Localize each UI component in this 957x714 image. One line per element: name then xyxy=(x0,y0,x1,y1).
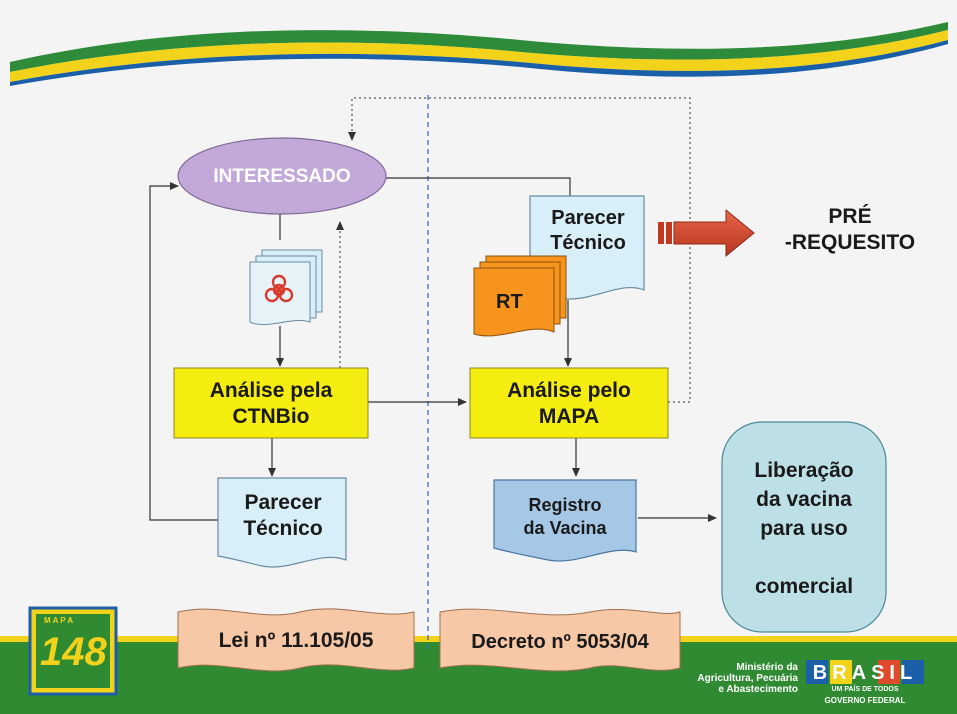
ctnbio-node xyxy=(173,367,369,439)
feedback-dotted-path xyxy=(348,97,691,403)
decreto-banner xyxy=(439,608,681,672)
interessado-label: INTERESSADO xyxy=(213,166,351,187)
rt-stack xyxy=(473,255,567,337)
logo-148 xyxy=(28,606,118,696)
logo-148-top-text: M A P A xyxy=(44,616,74,625)
lei-banner xyxy=(177,608,415,672)
parecer-top-label: Parecer Técnico xyxy=(550,207,626,254)
liberacao-line-4 xyxy=(724,543,884,572)
parecer-left-label: Parecer Técnico xyxy=(243,491,323,541)
top-wave-blue xyxy=(10,40,948,86)
parecer-left-node xyxy=(217,477,347,568)
biohazard-icon xyxy=(264,274,294,303)
return-path xyxy=(149,182,218,521)
liberacao-line-1: Liberação xyxy=(754,459,854,482)
analise-mapa-label: Análise pelo MAPA xyxy=(507,379,631,429)
registro-node xyxy=(493,479,637,562)
pre-requisito-label: PRÉ -REQUESITO xyxy=(784,205,916,255)
prerequisite-arrow xyxy=(658,208,755,258)
liberacao-line-5: comercial xyxy=(754,575,854,598)
brasil-tagline: UM PAÍS DE TODOS xyxy=(831,686,899,693)
top-wave-yellow xyxy=(10,30,948,82)
lei-label: Lei nº 11.105/05 xyxy=(218,629,374,652)
ministry-text: Ministério da Agricultura, Pecuária e Ab… xyxy=(697,662,798,695)
brasil-logo xyxy=(806,660,924,684)
top-wave-green xyxy=(10,22,948,72)
liberacao-label: Liberação da vacina para uso comercial xyxy=(724,456,884,601)
rt-label: RT xyxy=(496,291,523,313)
decreto-label: Decreto nº 5053/04 xyxy=(471,631,649,653)
biohazard-documents xyxy=(249,249,323,326)
mapa-node xyxy=(469,367,669,439)
logo-148-number: 148 xyxy=(40,630,107,674)
liberacao-line-3: para uso xyxy=(760,517,848,540)
liberacao-line-2: da vacina xyxy=(756,488,852,511)
interessado-to-parecer-line xyxy=(385,177,571,196)
gov-text: GOVERNO FEDERAL xyxy=(824,696,906,705)
liberacao-node xyxy=(721,421,887,633)
interessado-node xyxy=(177,137,387,215)
analise-ctnbio-label: Análise pela CTNBio xyxy=(209,379,333,429)
brasil-text: BRASIL xyxy=(812,662,918,684)
registro-label: Registro da Vacina xyxy=(523,495,607,538)
